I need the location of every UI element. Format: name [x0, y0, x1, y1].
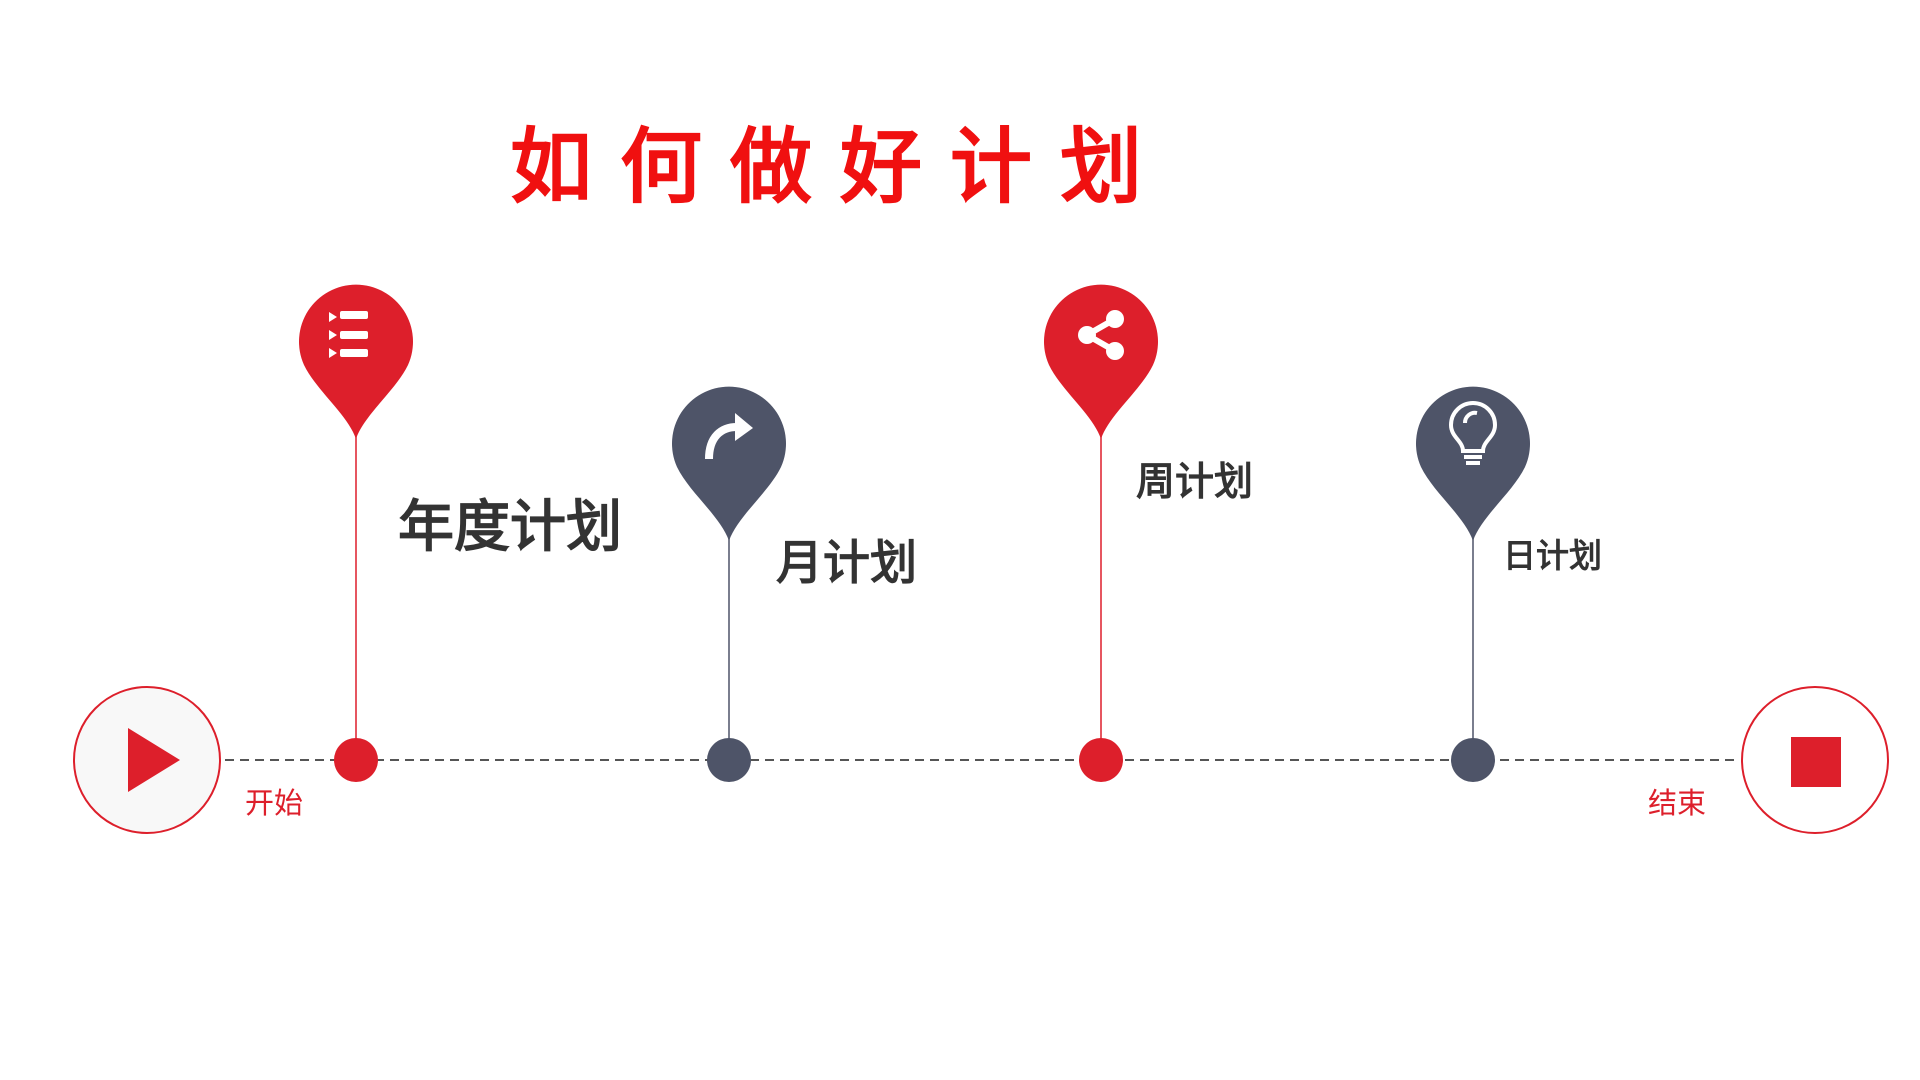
milestone-daily	[1416, 386, 1530, 782]
milestone-weekly	[1044, 284, 1158, 782]
timeline-dot	[707, 738, 751, 782]
share-icon	[1078, 310, 1124, 360]
start-label: 开始	[245, 786, 304, 820]
start-button[interactable]	[73, 686, 221, 834]
map-pin	[299, 284, 413, 440]
milestone-yearly	[299, 284, 413, 782]
map-pin	[1044, 284, 1158, 440]
milestone-label-daily: 日计划	[1503, 536, 1602, 575]
milestone-label-weekly: 周计划	[1136, 460, 1254, 505]
redo-arrow-icon	[705, 413, 753, 460]
timeline-dot	[1451, 738, 1495, 782]
timeline-dot	[1079, 738, 1123, 782]
end-label: 结束	[1648, 786, 1707, 820]
play-icon	[128, 728, 180, 792]
lightbulb-icon	[1448, 401, 1498, 465]
stop-icon	[1791, 737, 1841, 787]
list-icon	[329, 311, 368, 358]
page-title: 如何做好计划	[510, 120, 1171, 215]
map-pin	[1416, 386, 1530, 541]
map-pin	[672, 386, 786, 541]
end-button[interactable]	[1741, 686, 1889, 834]
milestone-label-monthly: 月计划	[776, 536, 917, 591]
milestone-label-yearly: 年度计划	[398, 495, 622, 560]
timeline-dot	[334, 738, 378, 782]
milestone-monthly	[672, 386, 786, 782]
